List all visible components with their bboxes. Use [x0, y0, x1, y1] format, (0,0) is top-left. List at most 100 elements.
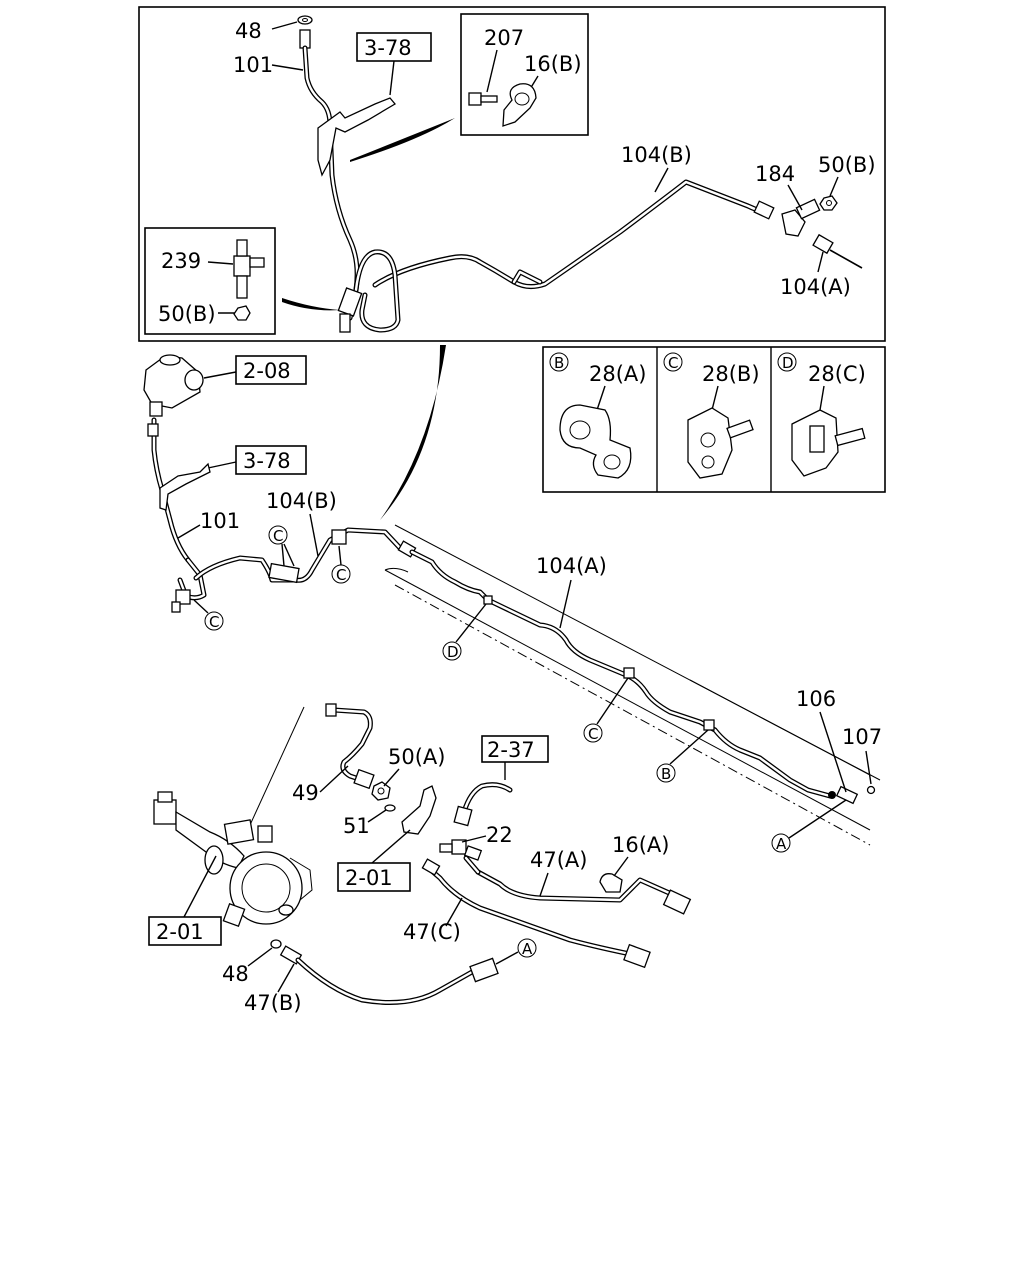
- svg-text:A: A: [776, 835, 787, 853]
- clip-c-mid-1: [268, 562, 300, 584]
- leader-sweep-main: [380, 345, 446, 520]
- marker-a-2: [517, 938, 537, 958]
- clip-c-mid-2: [331, 529, 347, 545]
- svg-text:C: C: [336, 566, 346, 584]
- label-104b-mid: 104(B): [266, 489, 337, 513]
- pipe-104a-end: [812, 233, 863, 269]
- marker-c-4: [583, 723, 603, 743]
- tee-239: [233, 239, 265, 299]
- marker-d-panel: [777, 352, 797, 372]
- label-16a: 16(A): [612, 833, 669, 857]
- tee-fitting-top: [337, 287, 363, 333]
- label-50a: 50(A): [388, 745, 445, 769]
- pipe-101-top: [299, 29, 360, 321]
- slave-cylinder: [153, 791, 313, 928]
- ref-2-01-left: 2-01: [156, 920, 204, 944]
- fitting-22: [439, 839, 483, 861]
- clip-panel-frame: [542, 346, 886, 493]
- svg-text:C: C: [588, 725, 598, 743]
- label-49: 49: [292, 781, 319, 805]
- clip-b-mid: [703, 719, 715, 731]
- leader-sweep-top: [350, 118, 455, 162]
- nut-49-end: [353, 768, 375, 790]
- ref-box-2-01-left: [148, 916, 222, 946]
- clip-d-mid: [483, 595, 493, 605]
- ref-2-01-center: 2-01: [345, 866, 393, 890]
- label-239: 239: [161, 249, 201, 273]
- marker-c-panel: [663, 352, 683, 372]
- ref-box-2-37: [481, 735, 549, 763]
- svg-text:D: D: [447, 643, 459, 661]
- top-panel-frame: [138, 6, 886, 342]
- marker-c-3: [204, 611, 224, 631]
- label-104b-top: 104(B): [621, 143, 692, 167]
- ref-box-3-78-mid: [235, 445, 307, 475]
- washer-51: [384, 804, 396, 812]
- label-48-bottom: 48: [222, 962, 249, 986]
- ref-2-08: 2-08: [243, 359, 291, 383]
- svg-text:B: B: [554, 354, 564, 372]
- clip-16b: [502, 83, 537, 127]
- ref-2-37: 2-37: [487, 738, 535, 762]
- label-101-mid: 101: [200, 509, 240, 533]
- clip-28b: [687, 407, 754, 479]
- marker-b-1: [656, 763, 676, 783]
- nut-50a: [371, 781, 391, 801]
- nut-47c-end: [623, 943, 651, 969]
- nut-50b-inset: [233, 305, 251, 321]
- bottom-assembly: 49 50(A) 51 2-01 2-37 22: [148, 703, 692, 1015]
- label-207: 207: [484, 26, 524, 50]
- label-28b: 28(B): [702, 362, 760, 386]
- label-107: 107: [842, 725, 882, 749]
- bolt-207: [468, 92, 498, 106]
- ref-3-78-mid: 3-78: [243, 449, 291, 473]
- label-104a-top: 104(A): [780, 275, 851, 299]
- reservoir: [143, 354, 204, 417]
- bracket-mid: [159, 462, 211, 511]
- svg-text:C: C: [209, 613, 219, 631]
- fitting-106: [828, 785, 859, 805]
- inset-tee-frame: [144, 227, 276, 335]
- label-184: 184: [755, 162, 795, 186]
- bracket-2-01: [401, 785, 437, 835]
- master-cylinder-fitting: [171, 589, 191, 613]
- clip-detail-panel: B 28(A) C 28(B) D 28(C): [542, 346, 886, 493]
- top-detail-panel: 48 101 3-78 207 16(B): [138, 6, 886, 342]
- ref-3-78-top: 3-78: [364, 36, 412, 60]
- inset-clip-frame: [460, 13, 589, 136]
- label-28c: 28(C): [808, 362, 866, 386]
- fitting-184: [781, 198, 821, 237]
- clip-28c: [791, 409, 866, 477]
- bracket-top: [317, 97, 396, 177]
- ref-box-2-08: [235, 355, 307, 385]
- pipe-104b-top: [372, 179, 768, 290]
- nut-47a-end: [662, 889, 692, 915]
- label-48-top: 48: [235, 19, 262, 43]
- main-routing: 2-08 3-78 101 104(B) C: [143, 354, 882, 853]
- label-28a: 28(A): [589, 362, 646, 386]
- marker-d-1: [442, 641, 462, 661]
- label-16b-inset: 16(B): [524, 52, 582, 76]
- fitting-47c-start: [421, 858, 441, 876]
- clip-28a: [559, 404, 632, 479]
- nut-47b-end: [469, 957, 499, 983]
- clip-c-mid-3: [623, 667, 635, 679]
- washer-48: [297, 15, 313, 25]
- svg-text:B: B: [661, 765, 671, 783]
- leader-sweep-inset: [282, 298, 340, 311]
- marker-a-1: [771, 833, 791, 853]
- label-47b: 47(B): [244, 991, 302, 1015]
- svg-text:D: D: [782, 354, 794, 372]
- label-106: 106: [796, 687, 836, 711]
- label-50b-top: 50(B): [818, 153, 876, 177]
- marker-b-panel: [549, 352, 569, 372]
- label-104a-mid: 104(A): [536, 554, 607, 578]
- svg-text:C: C: [668, 354, 678, 372]
- nut-fitting-right: [753, 200, 775, 220]
- label-51: 51: [343, 814, 370, 838]
- marker-c-1: [268, 525, 288, 545]
- label-22: 22: [486, 823, 513, 847]
- svg-text:C: C: [273, 527, 283, 545]
- ref-box-2-01-center: [337, 862, 411, 892]
